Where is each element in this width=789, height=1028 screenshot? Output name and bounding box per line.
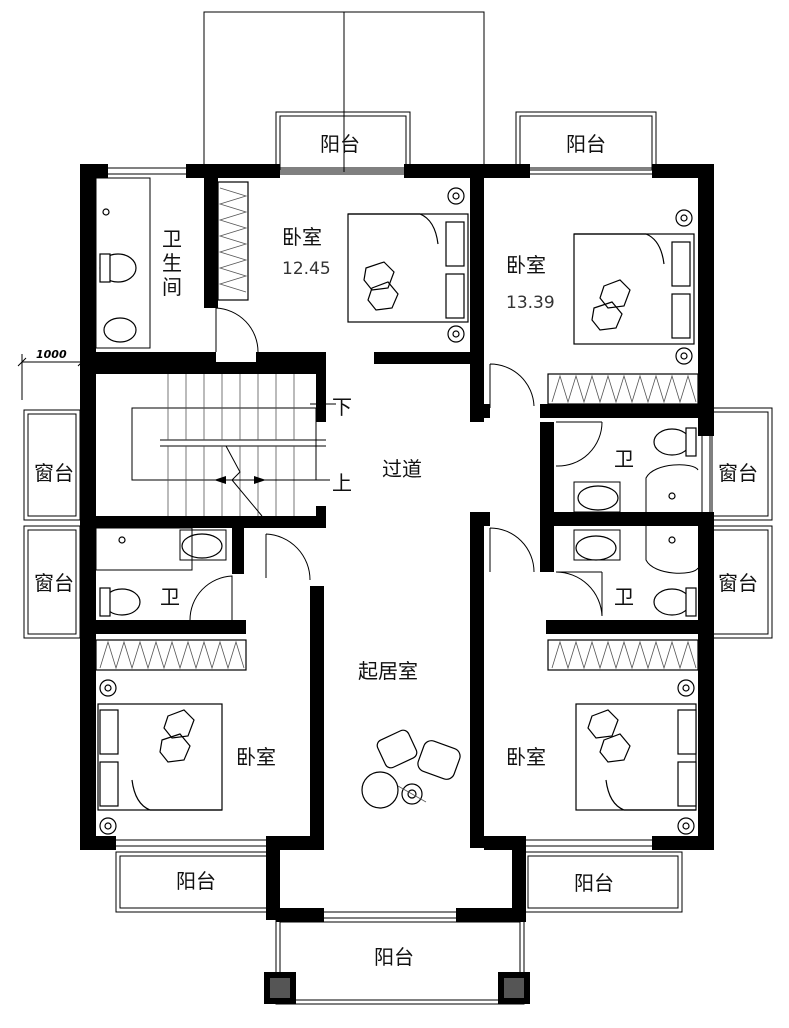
columns-inner [270,978,524,998]
label-balcony-top-right: 阳台 [566,132,606,156]
doors [189,307,603,621]
label-bathroom-right-2: 卫 [614,585,634,609]
room-labels: 阳台 阳台 卧室 12.45 卧室 13.39 卫 生 间 下 上 过道 窗台 … [34,132,758,969]
label-bathroom-left: 卫 [160,585,180,609]
label-bathroom-top-char1: 卫 [162,227,182,251]
label-corridor: 过道 [382,457,422,481]
label-balcony-bottom-center: 阳台 [374,945,414,969]
balcony-outlines [23,11,773,1005]
label-balcony-top-left: 阳台 [320,132,360,156]
bathroom-fixtures [95,177,699,617]
walls [80,164,714,1004]
label-stair-down: 下 [332,395,352,419]
label-stair-up: 上 [332,471,352,495]
label-bedroom-top-left: 卧室 [282,225,322,249]
label-balcony-bottom-right: 阳台 [574,871,614,895]
dimension-text: 1000 [36,348,67,361]
label-window-sill-left-1: 窗台 [34,461,74,485]
windows [83,167,711,919]
label-bathroom-top-char2: 生 [162,251,182,275]
label-bedroom-bottom-left: 卧室 [236,745,276,769]
staircase [131,374,336,517]
label-living-room: 起居室 [358,659,418,683]
area-bedroom-top-right: 13.39 [506,293,555,313]
living-room-furniture [361,729,461,809]
label-balcony-bottom-left: 阳台 [176,869,216,893]
label-bedroom-bottom-right: 卧室 [506,745,546,769]
label-bedroom-top-right: 卧室 [506,253,546,277]
label-window-sill-right-1: 窗台 [718,461,758,485]
dimension-line: 1000 [17,348,87,400]
beds [97,187,697,835]
label-window-sill-left-2: 窗台 [34,571,74,595]
closets [95,181,699,671]
label-window-sill-right-2: 窗台 [718,571,758,595]
area-bedroom-top-left: 12.45 [282,259,331,279]
label-bathroom-right-1: 卫 [614,447,634,471]
label-bathroom-top-char3: 间 [162,275,182,299]
